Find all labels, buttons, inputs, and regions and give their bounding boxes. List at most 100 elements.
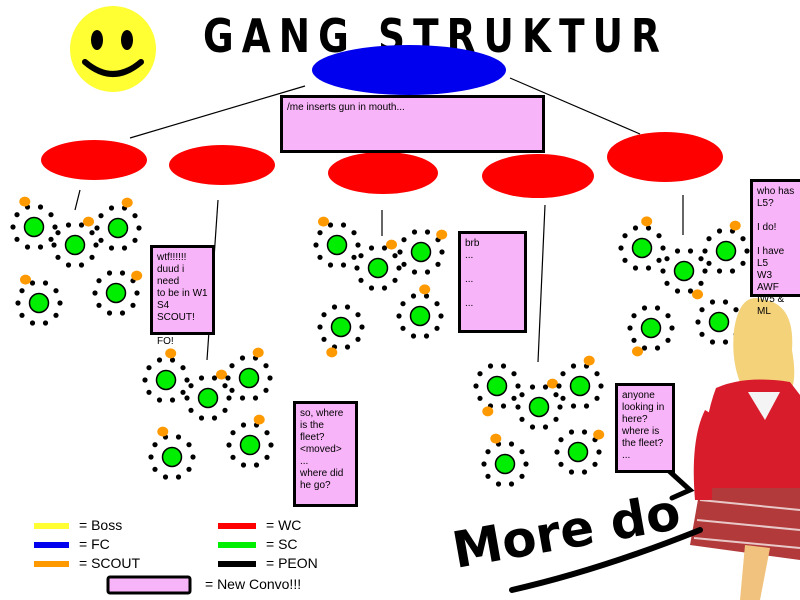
peon-dot xyxy=(381,285,388,291)
peon-dot xyxy=(226,395,232,401)
peon-dot xyxy=(511,395,517,401)
sc-node xyxy=(107,217,129,239)
peon-dot xyxy=(709,339,716,345)
peon-dot xyxy=(592,461,598,467)
legend-label-convo: = New Convo!!! xyxy=(205,576,302,592)
squad-node xyxy=(396,284,444,339)
peon-dot xyxy=(410,293,417,299)
peon-dot xyxy=(156,357,163,363)
peon-dot xyxy=(65,262,72,268)
squad-node xyxy=(10,196,58,250)
sc-node xyxy=(715,240,737,262)
peon-dot xyxy=(230,430,236,436)
legend-swatch-wc xyxy=(218,523,256,529)
peon-dot xyxy=(264,454,270,460)
peon-dot xyxy=(340,222,347,228)
peon-dot xyxy=(641,345,648,351)
peon-dot xyxy=(264,430,270,436)
peon-dot xyxy=(190,454,196,460)
peon-dot xyxy=(401,261,407,267)
peon-dot xyxy=(10,224,16,230)
peon-dot xyxy=(529,424,536,430)
peon-dot xyxy=(641,305,648,311)
peon-dot xyxy=(327,262,334,268)
peon-dot xyxy=(253,462,260,468)
peon-dot xyxy=(706,260,712,266)
peon-dot xyxy=(401,237,407,243)
peon-dot xyxy=(263,387,269,393)
peon-dot xyxy=(53,312,59,318)
peon-dot xyxy=(180,389,186,395)
scout-blob xyxy=(641,216,653,227)
peon-dot xyxy=(411,229,418,235)
peon-dot xyxy=(225,375,231,381)
scout-blob xyxy=(216,369,227,380)
peon-dot xyxy=(594,395,600,401)
peon-dot xyxy=(19,288,25,294)
peon-dot xyxy=(435,261,441,267)
peon-dot xyxy=(355,336,361,342)
legend-label-peon: = PEON xyxy=(266,555,318,571)
peon-dot xyxy=(627,325,633,331)
peon-dot xyxy=(740,260,746,266)
squad-node xyxy=(702,220,750,274)
peon-dot xyxy=(687,288,694,294)
squad-node xyxy=(313,216,361,268)
squad-node xyxy=(627,305,675,357)
legend-swatch-peon xyxy=(218,561,256,567)
peon-dot xyxy=(132,213,138,219)
peon-dot xyxy=(240,422,247,428)
peon-dot xyxy=(631,337,637,343)
sc-node xyxy=(409,305,431,327)
peon-dot xyxy=(618,245,624,251)
peon-dot xyxy=(698,280,704,286)
peon-dot xyxy=(188,407,194,413)
peon-dot xyxy=(519,473,525,479)
sc-node xyxy=(631,237,653,259)
peon-dot xyxy=(106,270,113,276)
peon-dot xyxy=(392,277,398,283)
convo-bubble-l5: who has L5? I do! I have L5 W3 AWF IW5 &… xyxy=(750,179,800,317)
peon-dot xyxy=(134,290,140,296)
peon-dot xyxy=(121,245,128,251)
peon-dot xyxy=(37,244,44,250)
peon-dot xyxy=(51,242,57,248)
peon-dot xyxy=(729,268,736,274)
scout-blob xyxy=(326,347,338,358)
squad-node xyxy=(94,197,142,251)
peon-dot xyxy=(722,339,729,345)
peon-dot xyxy=(96,302,102,308)
scout-blob xyxy=(252,347,264,358)
peon-dot xyxy=(29,320,36,326)
peon-dot xyxy=(558,437,564,443)
legend-label-fc: = FC xyxy=(79,536,110,552)
sc-node xyxy=(326,234,348,256)
peon-dot xyxy=(669,325,675,331)
squad-node xyxy=(317,304,365,358)
peon-dot xyxy=(57,300,63,306)
peon-dot xyxy=(477,371,483,377)
peon-dot xyxy=(198,415,205,421)
squad-node xyxy=(148,426,196,480)
peon-dot xyxy=(529,384,536,390)
sc-node xyxy=(197,387,219,409)
peon-dot xyxy=(14,212,20,218)
scout-blob xyxy=(318,216,329,227)
scout-blob xyxy=(583,355,595,366)
scout-blob xyxy=(131,270,143,281)
convo-bubble-fleet: so, where is the fleet? <moved> ... wher… xyxy=(293,401,358,507)
peon-dot xyxy=(645,225,652,231)
peon-dot xyxy=(568,429,575,435)
peon-dot xyxy=(368,245,375,251)
peon-dot xyxy=(542,384,549,390)
peon-dot xyxy=(515,383,521,389)
peon-dot xyxy=(186,466,192,472)
squad-node xyxy=(184,369,232,421)
wc-node xyxy=(482,154,594,198)
peon-dot xyxy=(487,363,494,369)
peon-dot xyxy=(230,454,236,460)
peon-dot xyxy=(78,222,85,228)
scout-blob xyxy=(729,220,741,231)
peon-dot xyxy=(119,310,126,316)
legend-swatch-sc xyxy=(218,542,256,548)
